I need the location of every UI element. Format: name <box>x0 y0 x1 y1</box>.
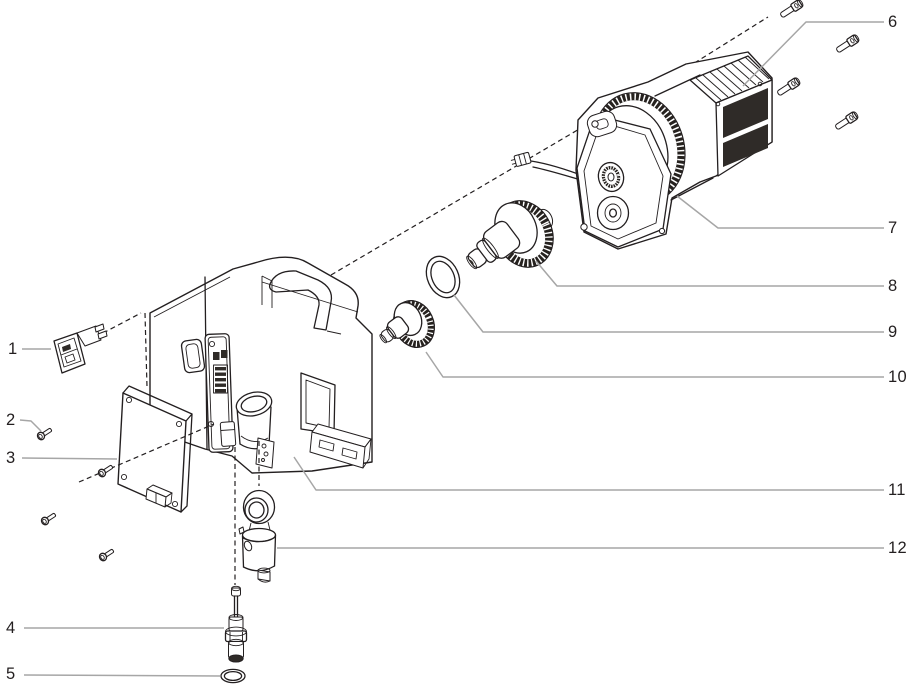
mounting-screw <box>96 462 115 479</box>
callout-2: 2 <box>6 410 16 429</box>
callout-6: 6 <box>888 12 898 31</box>
o-ring-small <box>220 668 246 684</box>
cover-plate-axis-line <box>78 423 215 483</box>
cap-screw <box>778 0 805 20</box>
mounting-screw <box>97 546 116 563</box>
callout-9: 9 <box>888 322 898 341</box>
cap-screw <box>775 76 802 98</box>
pump-housing <box>149 256 373 474</box>
suction-valve-assembly <box>238 489 277 583</box>
pinion-gear <box>379 300 435 348</box>
motor-assembly <box>510 51 773 250</box>
cap-screw <box>834 33 861 55</box>
callout-leader-lines <box>19 21 884 677</box>
callout-8: 8 <box>888 276 898 295</box>
mounting-screw <box>39 510 58 527</box>
callout-1: 1 <box>8 339 18 358</box>
drive-gear-shaft <box>466 200 554 270</box>
callout-11: 11 <box>888 480 906 499</box>
callout-4: 4 <box>6 618 16 637</box>
callout-5: 5 <box>6 664 16 683</box>
callout-3: 3 <box>6 448 16 467</box>
valve-push-rod <box>224 585 248 663</box>
mounting-screws <box>35 425 116 563</box>
callout-10: 10 <box>888 367 907 386</box>
callout-12: 12 <box>888 538 907 557</box>
power-rocker-switch <box>53 323 108 374</box>
cover-plate <box>117 385 193 513</box>
cap-screw <box>833 110 860 132</box>
o-ring-seal <box>425 255 461 299</box>
callout-7: 7 <box>888 218 898 237</box>
motor-cap-screws <box>775 0 861 132</box>
